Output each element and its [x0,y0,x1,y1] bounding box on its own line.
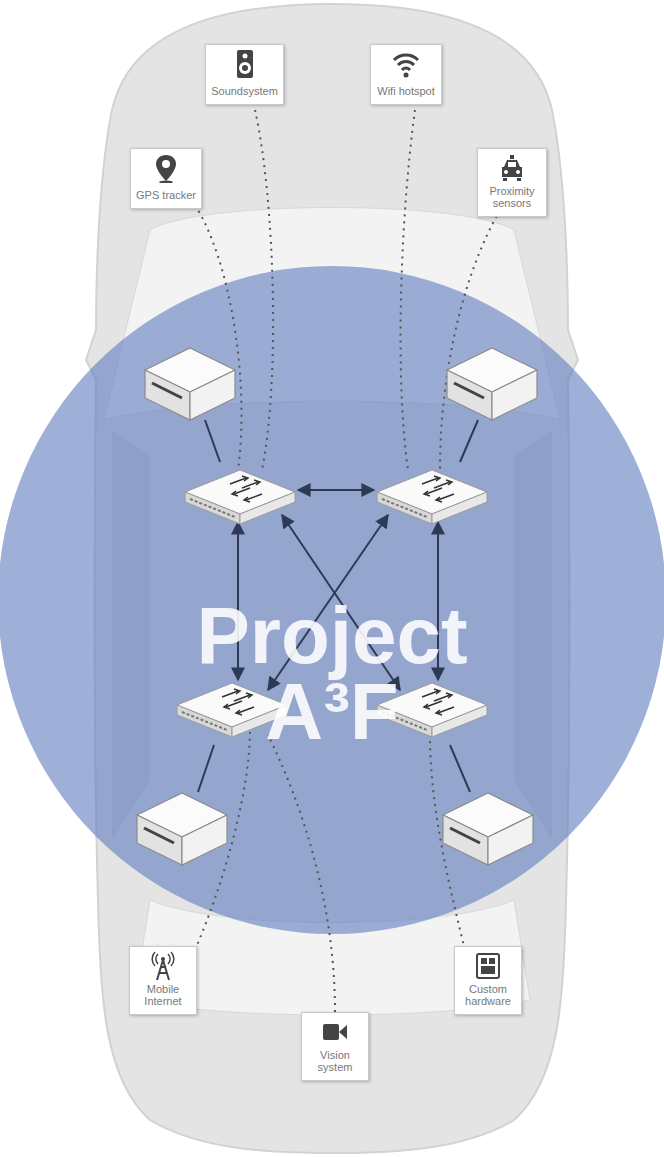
device-label: Custom hardware [460,983,516,1007]
device-box: Vision system [301,1012,369,1081]
device-box: Soundsystem [205,44,284,105]
device-box: Mobile Internet [129,946,197,1015]
device-icon [231,49,259,79]
device-label: Vision system [309,1049,361,1073]
device-label: Wifi hotspot [377,85,434,97]
device-icon [321,1017,349,1047]
device-label: Mobile Internet [137,983,189,1007]
device-icon [149,951,177,981]
device-box: GPS tracker [130,148,202,209]
device-icon [392,49,420,79]
device-label: Soundsystem [211,85,278,97]
device-box: Proximity sensors [477,148,547,217]
device-icon [152,153,180,183]
device-box: Wifi hotspot [370,44,442,105]
device-label: Proximity sensors [483,185,541,209]
device-box: Custom hardware [454,946,522,1015]
device-icon [474,951,502,981]
project-watermark: Project A³F [162,598,502,750]
device-label: GPS tracker [136,189,196,201]
device-icon [498,153,526,183]
